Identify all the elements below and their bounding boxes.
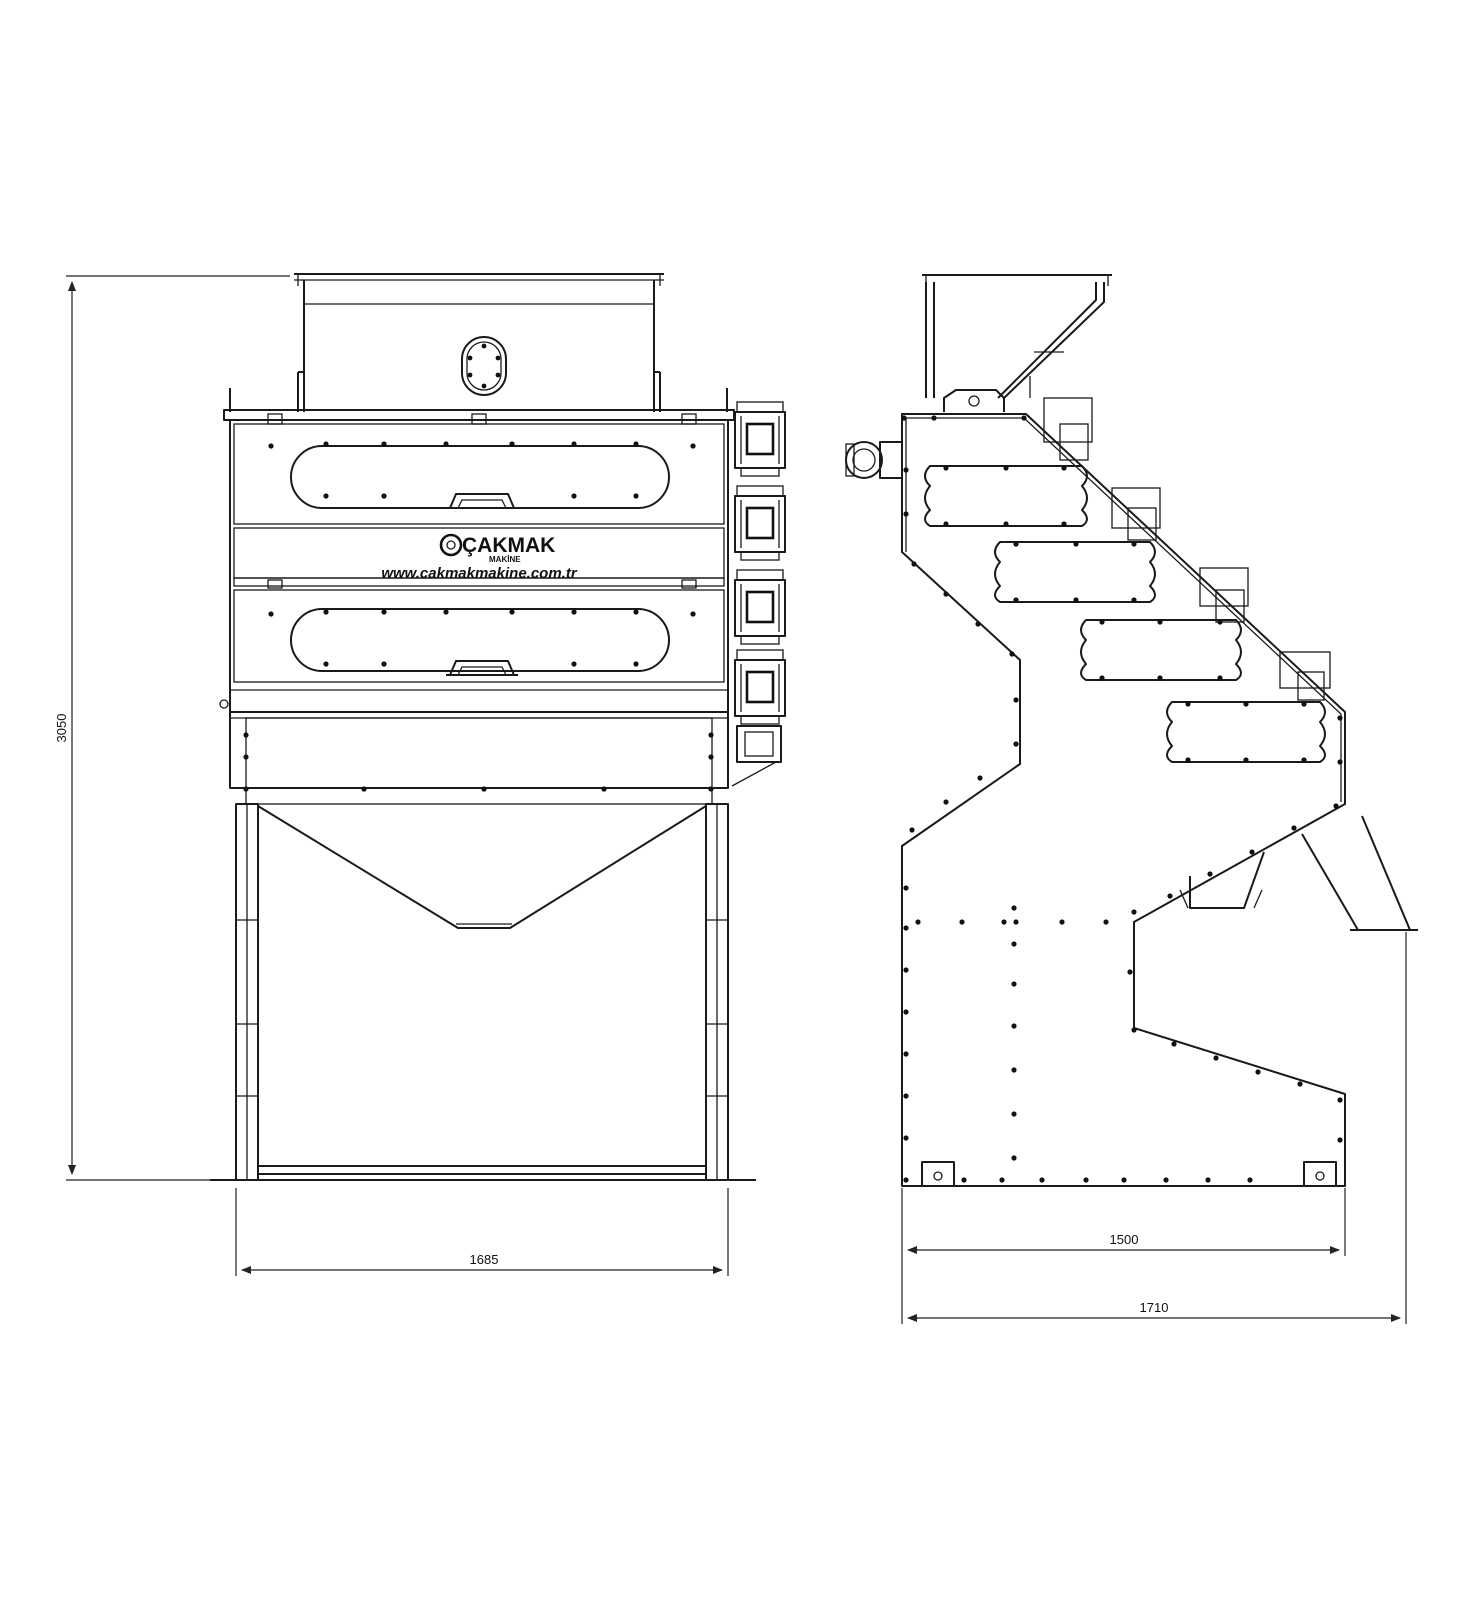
front-view: ÇAKMAK MAKİNE www.cakmakmakine.com.tr — [210, 273, 787, 1181]
front-width-value: 1685 — [470, 1252, 499, 1267]
website-text: www.cakmakmakine.com.tr — [381, 565, 578, 582]
height-value: 3050 — [54, 714, 69, 743]
logo-text: ÇAKMAK — [462, 534, 555, 557]
side-width-body-value: 1500 — [1110, 1232, 1139, 1247]
dimension-front-width: 1685 — [235, 1188, 729, 1276]
side-view — [845, 274, 1418, 1187]
brand-logo: ÇAKMAK MAKİNE — [439, 533, 555, 564]
side-width-total-value: 1710 — [1140, 1300, 1169, 1315]
dimension-side-width-total: 1710 — [907, 932, 1407, 1324]
logo-subtext: MAKİNE — [489, 555, 521, 564]
dimension-side-width-body: 1500 — [901, 1188, 1346, 1324]
dimension-height: 3050 — [54, 275, 290, 1181]
